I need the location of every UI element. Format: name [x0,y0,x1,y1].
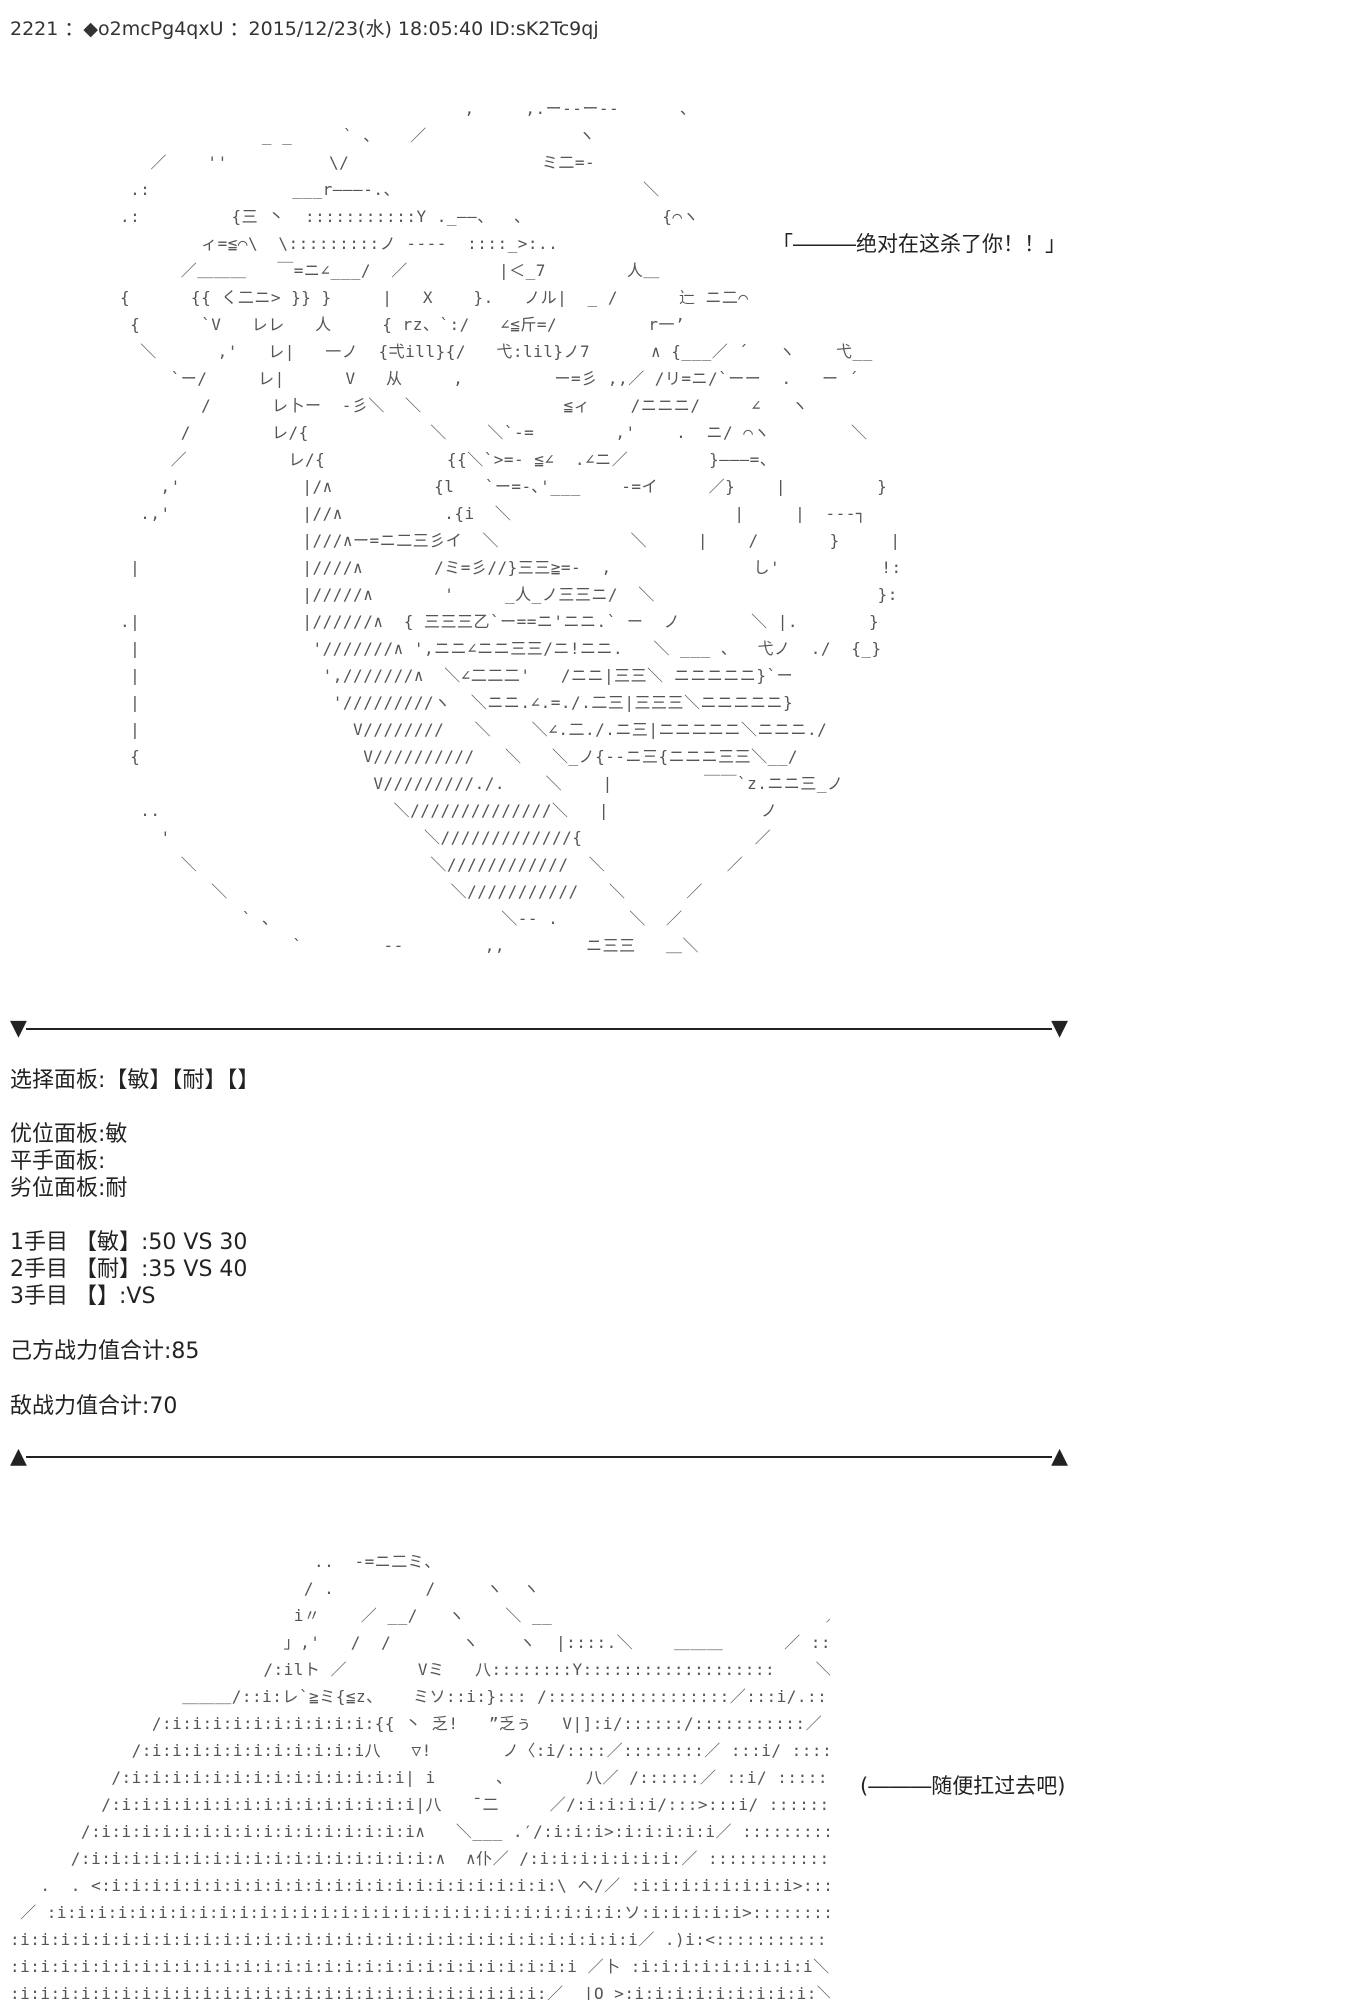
triangle-up-right-icon: ▲ [1051,1444,1068,1469]
triangle-down-right-icon: ▼ [1051,1016,1068,1041]
enemy-total-text: 敌战力值合计:70 [10,1394,178,1419]
divider-bottom: ▲ ▲ [10,1444,1068,1470]
round3-text: 3手目 【】:VS [10,1284,156,1309]
superior-panel-text: 优位面板:敏 [10,1122,128,1147]
triangle-down-left-icon: ▼ [10,1016,27,1041]
even-panel-text: 平手面板: [10,1149,106,1174]
divider-line [26,1028,1052,1030]
round2-text: 2手目 【耐】:35 VS 40 [10,1257,248,1282]
speech-line-bottom: (―――随便扛过去吧) [860,1774,1066,1798]
select-panel-text: 选择面板:【敏】【耐】【】 [10,1068,260,1093]
ascii-art-top: , ,.ー--ー-- 、 _ _ ` 、 ／ ヽ ／ '' \/ ミ二=- .:… [120,99,900,955]
speech-line-top: 「―――绝对在这杀了你！！」 [772,232,1066,256]
round1-text: 1手目 【敏】:50 VS 30 [10,1230,248,1255]
divider-top: ▼ ▼ [10,1016,1068,1042]
triangle-up-left-icon: ▲ [10,1444,27,1469]
inferior-panel-text: 劣位面板:耐 [10,1176,128,1201]
own-total-text: 己方战力值合计:85 [10,1339,200,1364]
ascii-art-bottom: .. -=ニ二ミ、 / . / ヽ ヽ ＿＿＿ i〃 ／ __/ ヽ ＼ __ … [10,1552,830,2000]
post-header: 2221 ：◆o2mcPg4qxU ：2015/12/23(水) 18:05:4… [10,18,599,40]
divider-line [26,1456,1052,1458]
